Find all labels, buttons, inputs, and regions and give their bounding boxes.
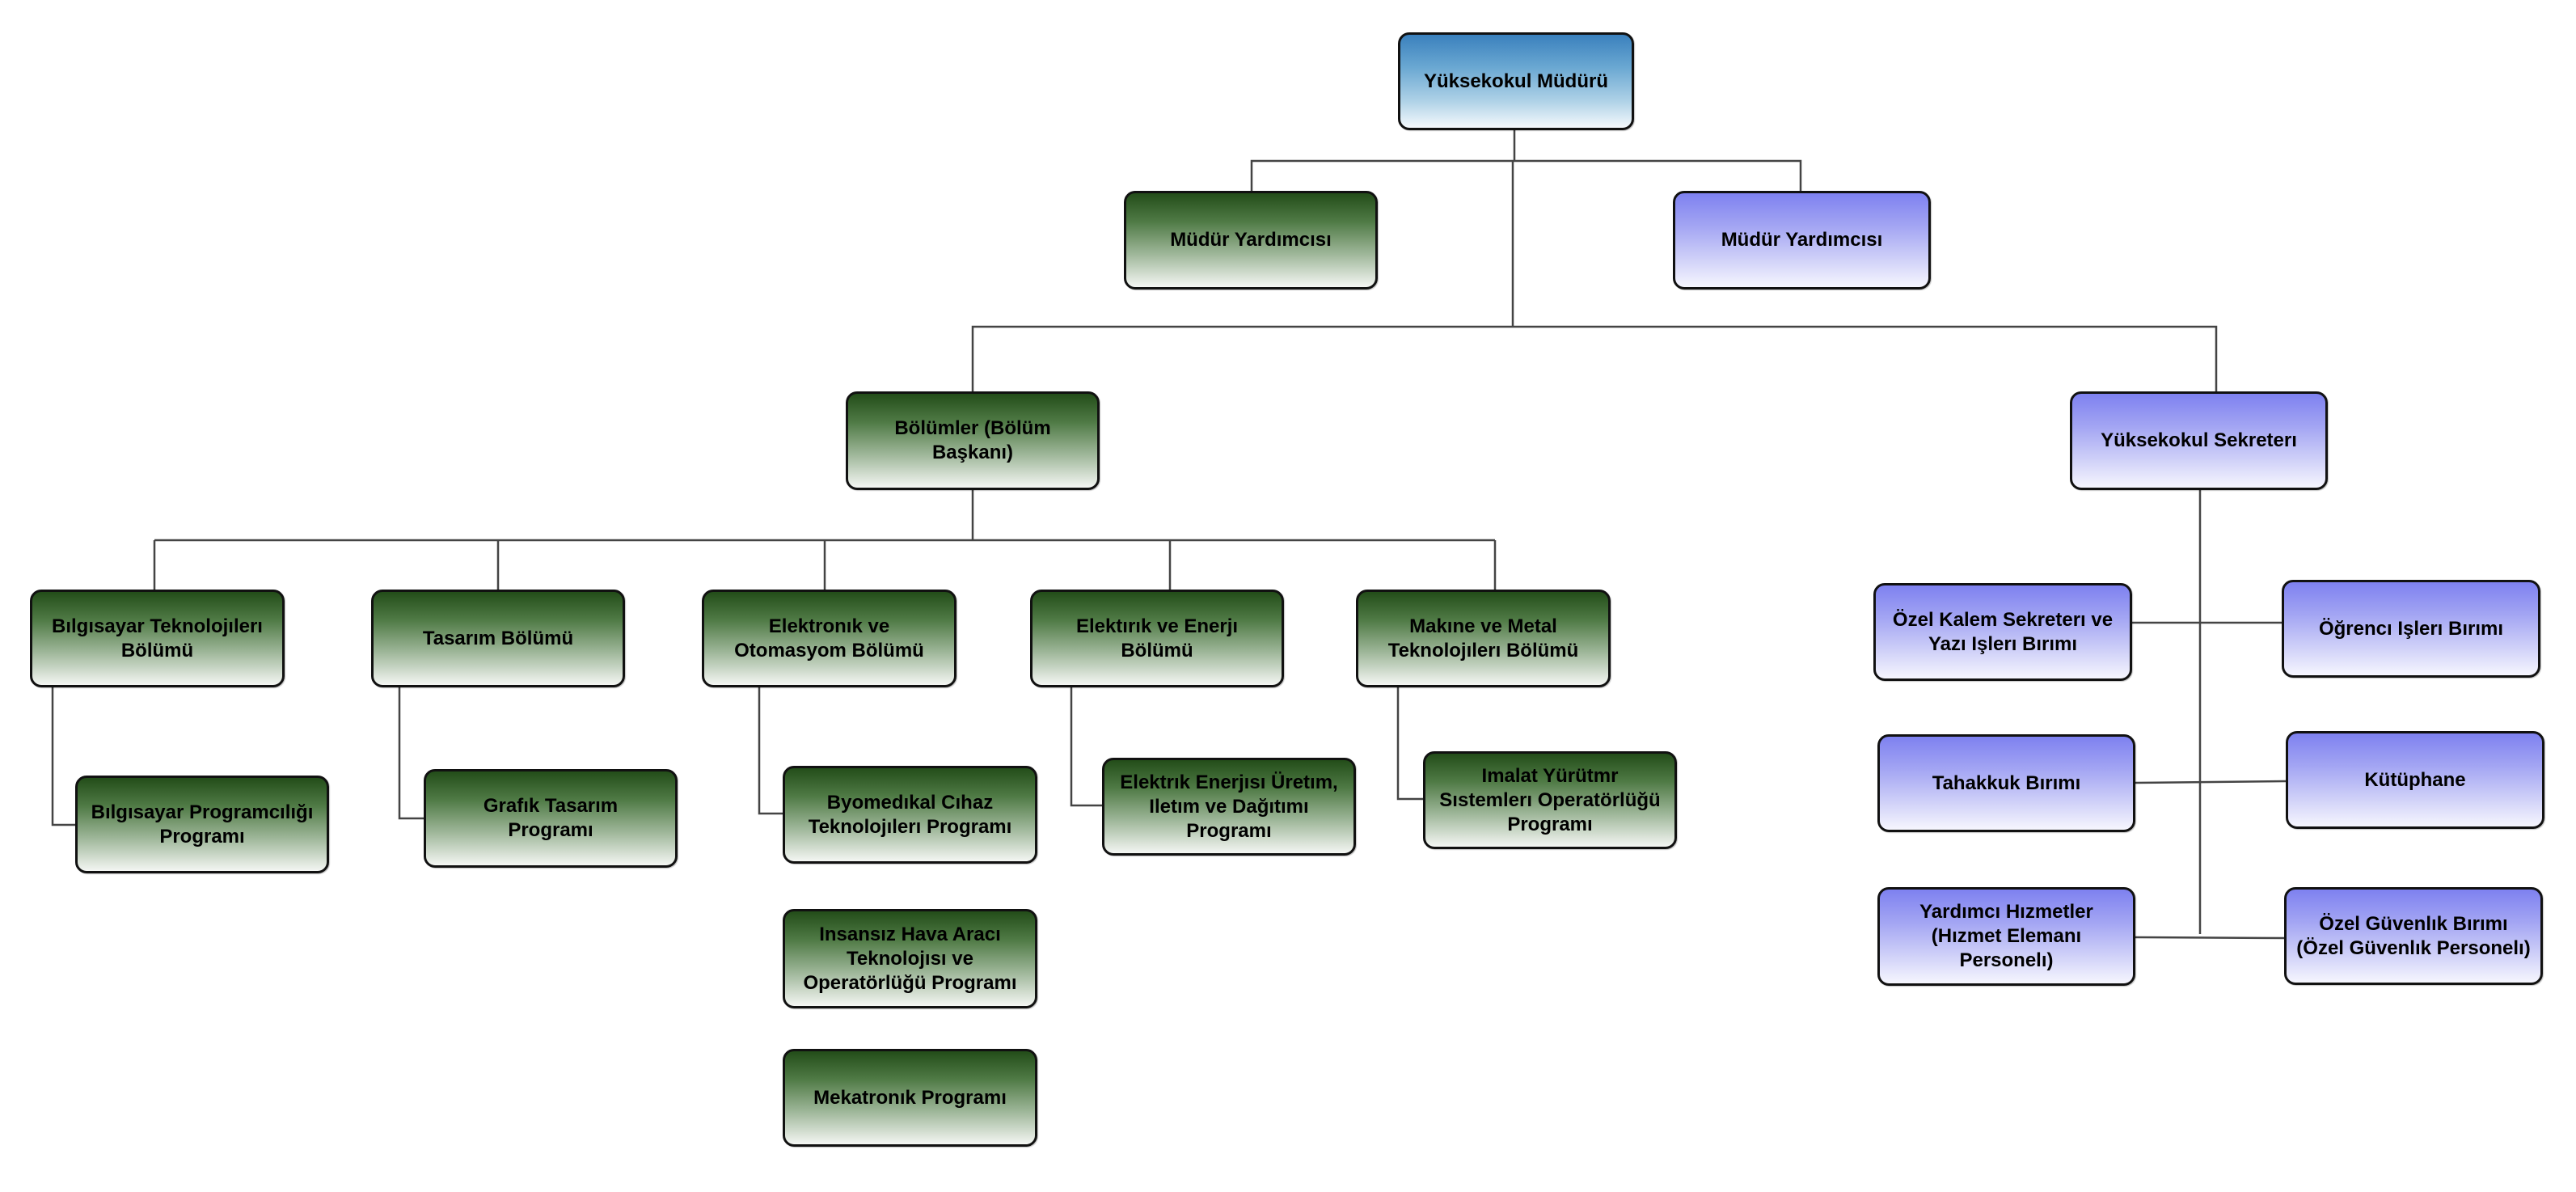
node-secretary-unit[interactable]: Öğrencı Işlerı Bırımı xyxy=(2282,580,2540,678)
node-label: Müdür Yardımcısı xyxy=(1721,229,1883,251)
node-secretary-unit[interactable]: Özel Güvenlık Bırımı (Özel Güvenlık Pers… xyxy=(2284,887,2543,985)
node-label: Mekatronık Programı xyxy=(813,1086,1007,1109)
node-label: Elektırık ve Enerjı Bölümü xyxy=(1075,615,1239,662)
connector-prog-4 xyxy=(1070,687,1102,807)
connector-deputies xyxy=(1250,159,1802,191)
connector-prog-3 xyxy=(758,687,783,815)
node-label: Bılgısayar Teknolojılerı Bölümü xyxy=(52,615,263,662)
node-label: Yüksekokul Müdürü xyxy=(1423,70,1609,92)
node-department[interactable]: Makıne ve Metal Teknolojılerı Bölümü xyxy=(1356,590,1611,687)
node-program[interactable]: Imalat Yürütmr Sıstemlerı Operatörlüğü P… xyxy=(1423,751,1677,849)
node-label: Bılgısayar Programcılığı Programı xyxy=(91,801,314,848)
node-label: Yüksekokul Sekreterı xyxy=(2101,429,2297,451)
node-yuksekokul-sekreteri[interactable]: Yüksekokul Sekreterı xyxy=(2070,391,2328,490)
node-label: Imalat Yürütmr Sıstemlerı Operatörlüğü P… xyxy=(1439,764,1661,835)
node-label: Öğrencı Işlerı Bırımı xyxy=(2318,617,2504,640)
node-label: Özel Kalem Sekreterı ve Yazı Işlerı Bırı… xyxy=(1892,608,2114,655)
node-department[interactable]: Tasarım Bölümü xyxy=(371,590,625,687)
node-label: Tasarım Bölümü xyxy=(422,627,574,649)
connector-sec-row3 xyxy=(2134,936,2285,940)
node-label: Yardımcı Hızmetler (Hızmet Elemanı Perso… xyxy=(1919,901,2093,971)
node-label: Grafık Tasarım Programı xyxy=(483,795,619,841)
node-label: Insansız Hava Aracı Teknolojısı ve Opera… xyxy=(803,923,1017,994)
connector-sec-row2 xyxy=(2134,780,2287,784)
node-program[interactable]: Mekatronık Programı xyxy=(783,1049,1037,1147)
connector-prog-5 xyxy=(1396,687,1423,801)
node-department[interactable]: Bılgısayar Teknolojılerı Bölümü xyxy=(30,590,285,687)
node-program[interactable]: Insansız Hava Aracı Teknolojısı ve Opera… xyxy=(783,909,1037,1008)
node-label: Müdür Yardımcısı xyxy=(1170,229,1332,251)
node-label: Elektronık ve Otomasyom Bölümü xyxy=(734,615,924,662)
node-secretary-unit[interactable]: Kütüphane xyxy=(2286,731,2544,829)
node-label: Kütüphane xyxy=(2364,768,2466,791)
connector-prog-2 xyxy=(398,687,424,820)
node-secretary-unit[interactable]: Yardımcı Hızmetler (Hızmet Elemanı Perso… xyxy=(1877,887,2135,986)
node-bolumler[interactable]: Bölümler (Bölüm Başkanı) xyxy=(846,391,1100,490)
node-secretary-unit[interactable]: Özel Kalem Sekreterı ve Yazı Işlerı Bırı… xyxy=(1873,583,2132,681)
node-secretary-unit[interactable]: Tahakkuk Bırımı xyxy=(1877,734,2135,832)
connector-level2 xyxy=(971,325,2218,391)
node-program[interactable]: Byomedıkal Cıhaz Teknolojılerı Programı xyxy=(783,766,1037,864)
node-label: Özel Güvenlık Bırımı (Özel Güvenlık Pers… xyxy=(2296,912,2531,959)
node-program[interactable]: Bılgısayar Programcılığı Programı xyxy=(75,776,329,873)
node-mudur-yardimcisi-academic[interactable]: Müdür Yardımcısı xyxy=(1124,191,1378,290)
node-department[interactable]: Elektırık ve Enerjı Bölümü xyxy=(1030,590,1284,687)
node-department[interactable]: Elektronık ve Otomasyom Bölümü xyxy=(702,590,956,687)
node-program[interactable]: Grafık Tasarım Programı xyxy=(424,769,678,868)
node-label: Bölümler (Bölüm Başkanı) xyxy=(894,417,1051,463)
node-label: Tahakkuk Bırımı xyxy=(1932,771,2081,794)
node-label: Makıne ve Metal Teknolojılerı Bölümü xyxy=(1387,615,1579,662)
connector-prog-1 xyxy=(51,687,75,826)
node-program[interactable]: Elektrık Enerjısı Üretım, Iletım ve Dağı… xyxy=(1102,758,1356,856)
node-yuksekokul-muduru[interactable]: Yüksekokul Müdürü xyxy=(1398,32,1634,130)
node-label: Byomedıkal Cıhaz Teknolojılerı Programı xyxy=(808,791,1012,838)
node-label: Elektrık Enerjısı Üretım, Iletım ve Dağı… xyxy=(1120,771,1338,842)
node-mudur-yardimcisi-administrative[interactable]: Müdür Yardımcısı xyxy=(1673,191,1931,290)
